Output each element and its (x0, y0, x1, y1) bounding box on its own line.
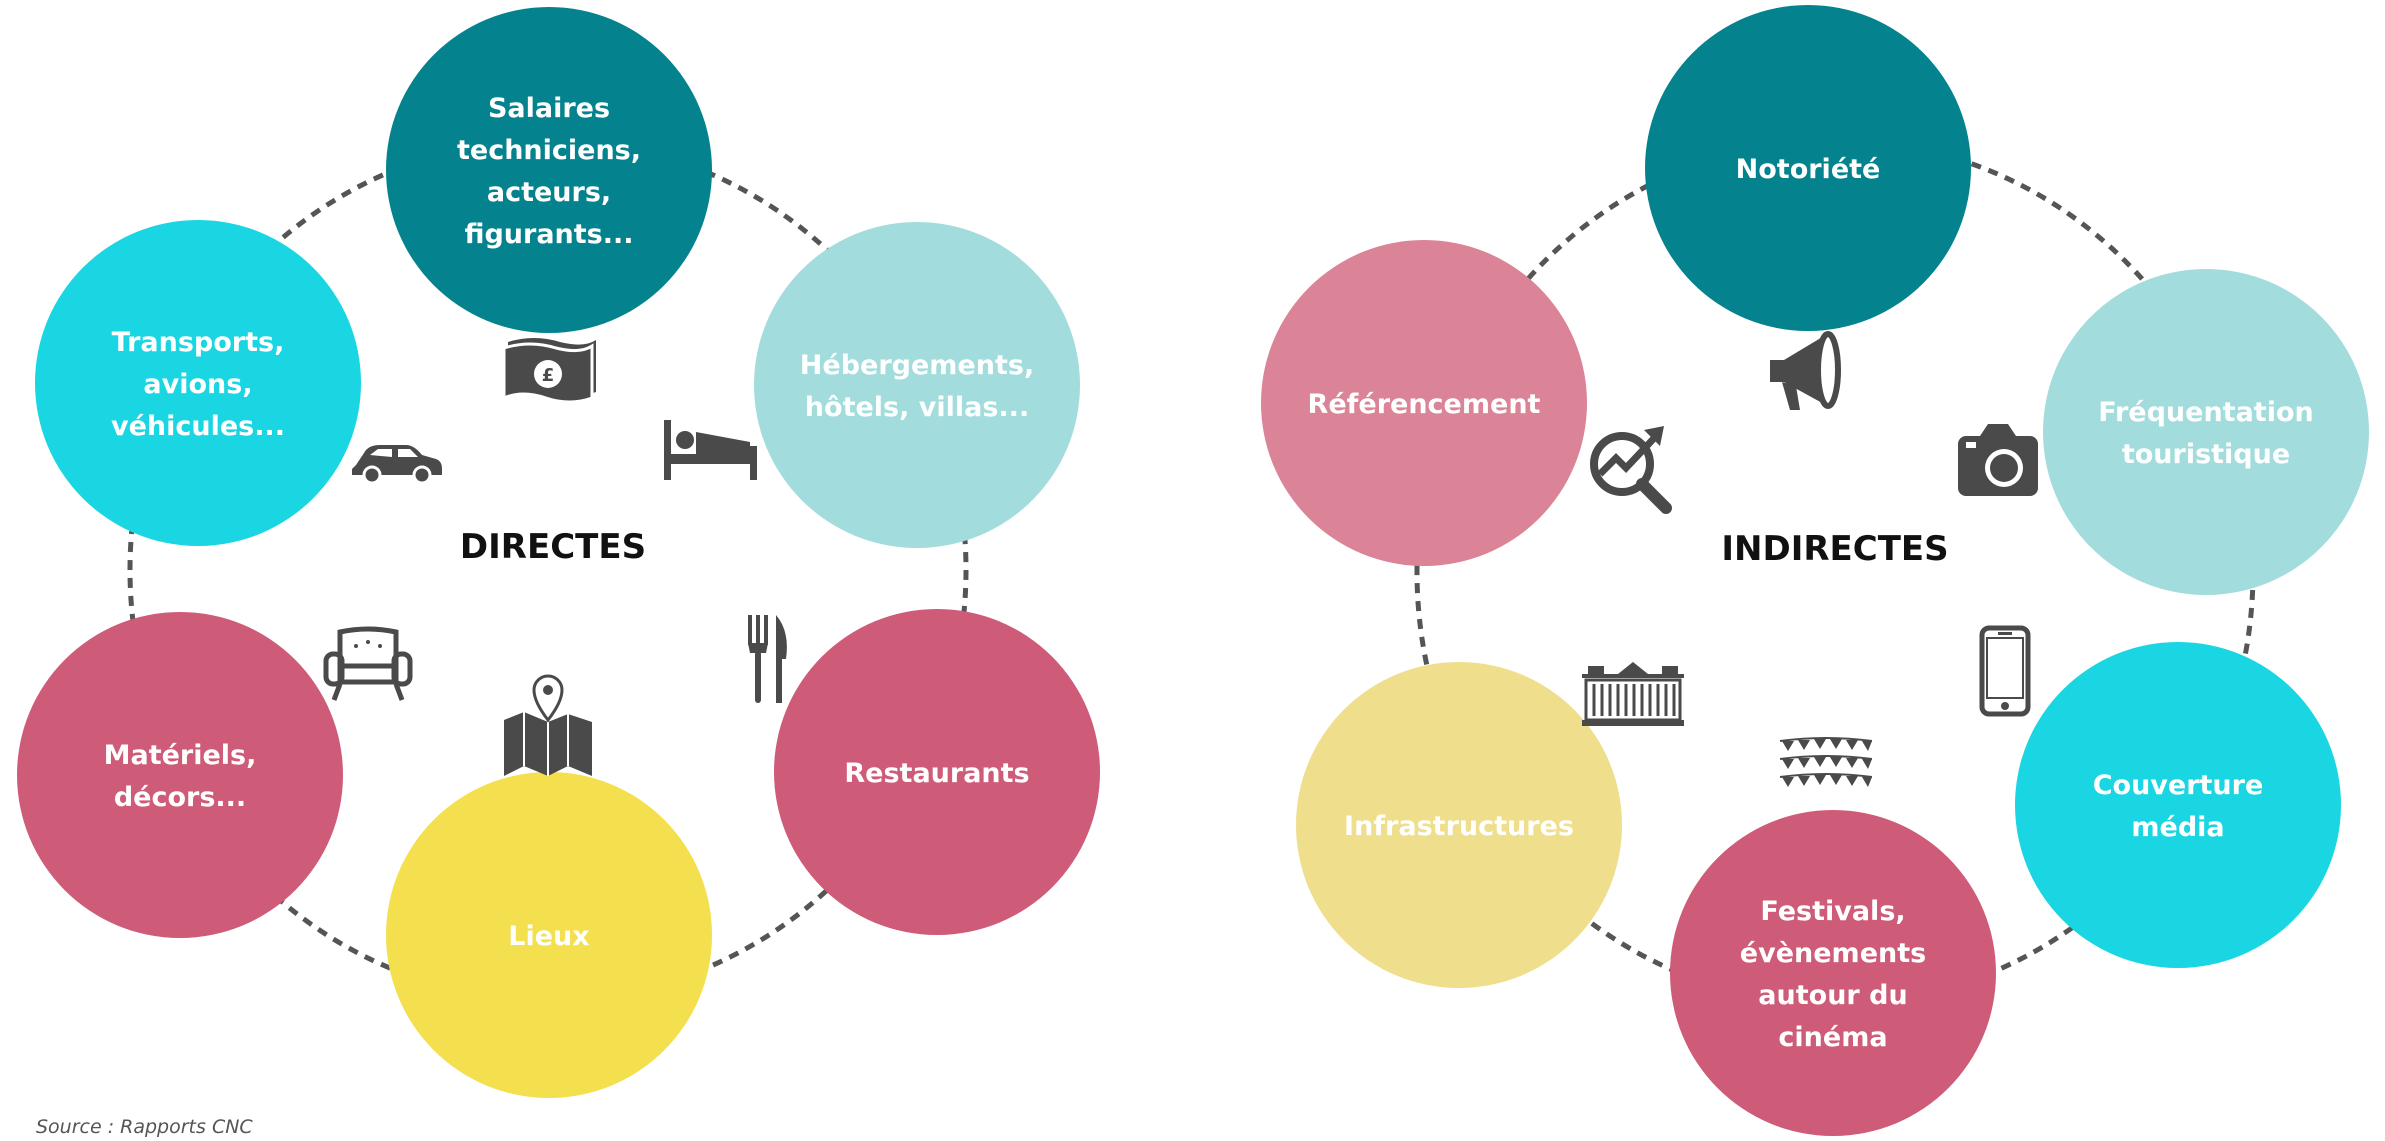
indirectes-node-circle (1670, 810, 1996, 1136)
directes-node-6: Transports, avions, véhicules... (35, 220, 361, 546)
map-pin-icon (504, 674, 592, 776)
indirectes-node-label: Référencement (1308, 389, 1541, 420)
indirectes-node-label: touristique (2122, 439, 2290, 470)
source-caption: Source : Rapports CNC (36, 1116, 253, 1138)
directes-node-circle (17, 612, 343, 938)
directes-node-circle (386, 772, 712, 1098)
bed-icon (664, 420, 757, 480)
directes-node-label: hôtels, villas... (805, 392, 1029, 423)
directes-node-2: Hébergements, hôtels, villas... (754, 222, 1080, 548)
directes-title: DIRECTES (460, 527, 646, 567)
directes-group: Salaires techniciens, acteurs, figurants...… (17, 7, 1100, 1098)
directes-node-circle (35, 220, 361, 546)
indirectes-node-label: évènements (1740, 938, 1926, 969)
indirectes-node-1: Notoriété (1645, 5, 1971, 331)
banknote-icon: £ (502, 338, 596, 404)
directes-node-label: figurants... (464, 219, 633, 250)
directes-node-label: véhicules... (111, 411, 285, 442)
directes-node-label: Lieux (508, 921, 589, 952)
indirectes-node-circle (2043, 269, 2369, 595)
indirectes-node-label: Notoriété (1736, 154, 1881, 185)
megaphone-icon (1770, 331, 1841, 410)
indirectes-node-label: Infrastructures (1344, 811, 1574, 842)
search-analytics-icon (1590, 426, 1672, 514)
directes-node-circle (754, 222, 1080, 548)
indirectes-node-circle (2015, 642, 2341, 968)
indirectes-node-2: Fréquentation touristique (2043, 269, 2369, 595)
directes-node-label: Transports, (112, 327, 285, 358)
directes-node-label: Salaires (488, 93, 610, 124)
svg-text:£: £ (542, 365, 555, 386)
directes-node-circle (774, 609, 1100, 935)
camera-icon (1958, 424, 2038, 496)
indirectes-node-label: Fréquentation (2098, 397, 2314, 428)
building-icon (1582, 662, 1684, 726)
directes-node-label: décors... (114, 782, 246, 813)
directes-ring (127, 137, 969, 1003)
bunting-icon (1779, 737, 1873, 787)
directes-node-4: Lieux (386, 772, 712, 1098)
indirectes-title: INDIRECTES (1721, 529, 1948, 569)
directes-node-label: avions, (143, 369, 252, 400)
indirectes-node-6: Référencement (1261, 240, 1587, 566)
indirectes-node-label: cinéma (1778, 1022, 1887, 1053)
directes-node-label: techniciens, (457, 135, 641, 166)
directes-node-circle (386, 7, 712, 333)
fork-knife-icon (748, 615, 787, 703)
indirectes-node-label: Festivals, (1760, 896, 1905, 927)
indirectes-node-circle (1261, 240, 1587, 566)
indirectes-node-circle (1296, 662, 1622, 988)
directes-node-label: Matériels, (104, 740, 257, 771)
directes-node-label: acteurs, (487, 177, 611, 208)
indirectes-node-4: Festivals, évènements autour du cinéma (1670, 810, 1996, 1136)
smartphone-icon (1979, 625, 2031, 717)
indirectes-node-5: Infrastructures (1296, 662, 1622, 988)
indirectes-node-circle (1645, 5, 1971, 331)
indirectes-node-label: Couverture (2093, 770, 2264, 801)
directes-node-label: Hébergements, (800, 350, 1034, 381)
directes-node-5: Matériels, décors... (17, 612, 343, 938)
indirectes-node-label: autour du (1758, 980, 1907, 1011)
car-icon (352, 445, 442, 485)
indirectes-node-label: média (2131, 812, 2224, 843)
directes-node-label: Restaurants (844, 758, 1029, 789)
directes-node-3: Restaurants (774, 609, 1100, 935)
armchair-icon (323, 626, 413, 701)
directes-node-1: Salaires techniciens, acteurs, figurants... (386, 7, 712, 333)
indirectes-node-3: Couverture média (2015, 642, 2341, 968)
